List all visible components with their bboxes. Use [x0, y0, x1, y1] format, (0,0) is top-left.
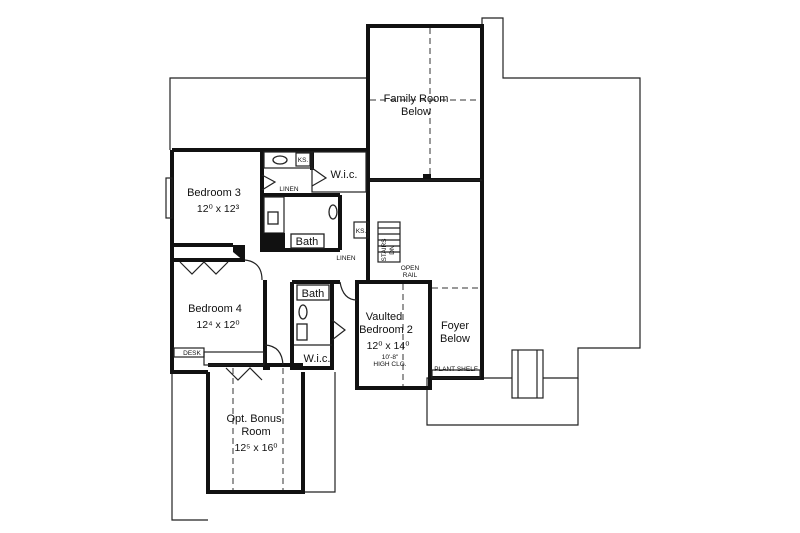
foyer-label: Foyer	[441, 320, 469, 332]
bonus-room: Opt. Bonus Room 12⁵ x 16⁰	[225, 367, 284, 490]
open-rail-label-2: RAIL	[403, 272, 418, 279]
wic-top-label: W.i.c.	[331, 169, 358, 181]
family-room-label: Family Room	[384, 93, 449, 105]
family-room-below-label: Below	[401, 106, 431, 118]
bottom-bath: Bath W.i.c.	[294, 284, 346, 365]
open-rail-label-1: OPEN	[401, 265, 420, 272]
top-closets: KS. W.i.c. LINEN	[263, 151, 367, 193]
foyer-below-label: Below	[440, 333, 470, 345]
top-bath: Bath KS. LINEN	[263, 196, 369, 262]
family-room-below: Family Room Below	[366, 24, 484, 182]
linen-top-label: LINEN	[279, 186, 298, 193]
bedroom-2-label: Bedroom 2	[359, 324, 413, 336]
wic-bottom-label: W.i.c.	[304, 353, 331, 365]
door-swings	[244, 259, 358, 366]
foyer-below: Foyer Below PLANT SHELF	[431, 287, 481, 379]
bedroom-2-dims: 12⁰ x 14⁰	[367, 340, 411, 352]
bonus-room-label: Opt. Bonus	[226, 413, 282, 425]
bedroom-3-dims: 12⁰ x 12³	[197, 203, 240, 215]
bedroom-3-label: Bedroom 3	[187, 187, 241, 199]
bath-bottom-label: Bath	[302, 288, 325, 300]
bedroom-4: Bedroom 4 12⁴ x 12⁰ DESK	[173, 245, 265, 366]
bedroom-4-label: Bedroom 4	[188, 303, 242, 315]
stairs-label: STAIRS	[381, 238, 388, 262]
linen-mid-label: LINEN	[336, 255, 355, 262]
stairs-dn-label: DN	[389, 245, 396, 255]
bedroom-2-vaulted-label: Vaulted	[366, 311, 403, 323]
bedroom-2-ceiling-height: 10'-8"	[382, 354, 399, 361]
bedroom-2-ceiling-note: HIGH CLG.	[373, 361, 406, 368]
bedroom-3: Bedroom 3 12⁰ x 12³	[165, 174, 277, 219]
desk-label: DESK	[183, 350, 201, 357]
ks-top-label: KS.	[298, 157, 309, 164]
ks-mid-label: KS.	[356, 228, 367, 235]
bonus-room-dims: 12⁵ x 16⁰	[234, 442, 278, 454]
stairs: STAIRS DN OPEN RAIL	[377, 221, 420, 279]
plant-shelf-label: PLANT SHELF	[434, 366, 478, 373]
bedroom-4-dims: 12⁴ x 12⁰	[196, 319, 240, 331]
bonus-room-room-label: Room	[241, 426, 270, 438]
vaulted-bedroom-2: Vaulted Bedroom 2 12⁰ x 14⁰ 10'-8" HIGH …	[359, 284, 413, 386]
bath-top-label: Bath	[296, 236, 319, 248]
